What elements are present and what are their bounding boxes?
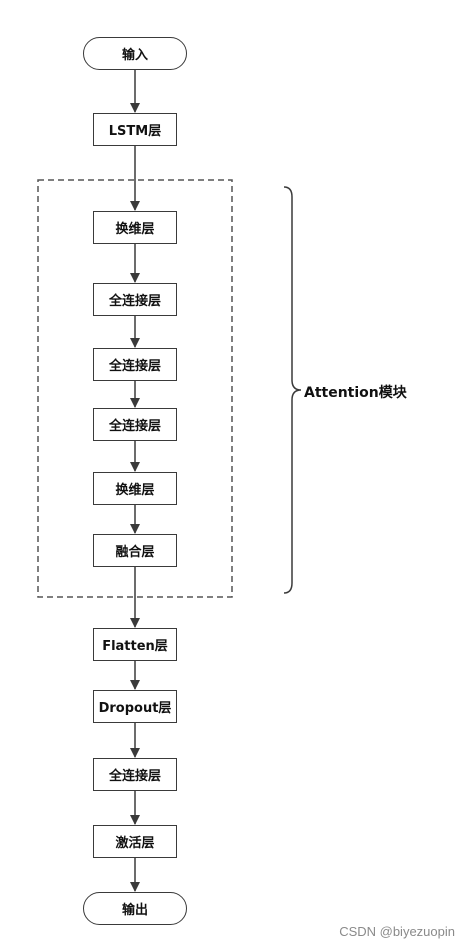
node-merge: 融合层 — [93, 534, 177, 567]
node-permute-2: 换维层 — [93, 472, 177, 505]
node-dense-3: 全连接层 — [93, 408, 177, 441]
watermark: CSDN @biyezuopin — [339, 924, 455, 939]
node-output: 输出 — [83, 892, 187, 925]
node-dense-1: 全连接层 — [93, 283, 177, 316]
node-dense-2: 全连接层 — [93, 348, 177, 381]
attention-module-frame — [37, 179, 233, 598]
node-dropout: Dropout层 — [93, 690, 177, 723]
node-input: 输入 — [83, 37, 187, 70]
attention-module-label: Attention模块 — [304, 385, 407, 401]
node-dense-4: 全连接层 — [93, 758, 177, 791]
node-permute-1: 换维层 — [93, 211, 177, 244]
node-flatten: Flatten层 — [93, 628, 177, 661]
attention-module-brace — [283, 186, 302, 594]
node-activation: 激活层 — [93, 825, 177, 858]
node-lstm: LSTM层 — [93, 113, 177, 146]
